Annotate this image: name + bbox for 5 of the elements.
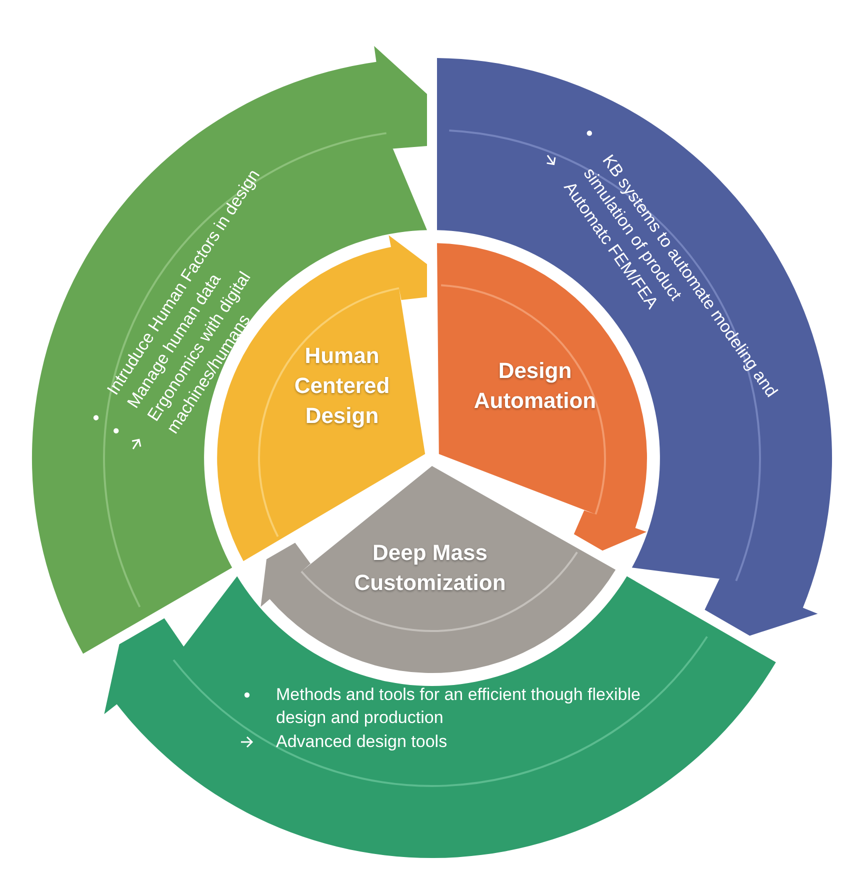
list-item-text: Advanced design tools: [276, 731, 448, 753]
segment-title: Deep Mass Customization: [353, 539, 507, 597]
segment-title: Human Centered Design: [293, 342, 391, 430]
list-item-text: Methods and tools for an efficient though flexible design and production: [276, 684, 642, 729]
segment-title: Design Automation: [472, 357, 598, 415]
